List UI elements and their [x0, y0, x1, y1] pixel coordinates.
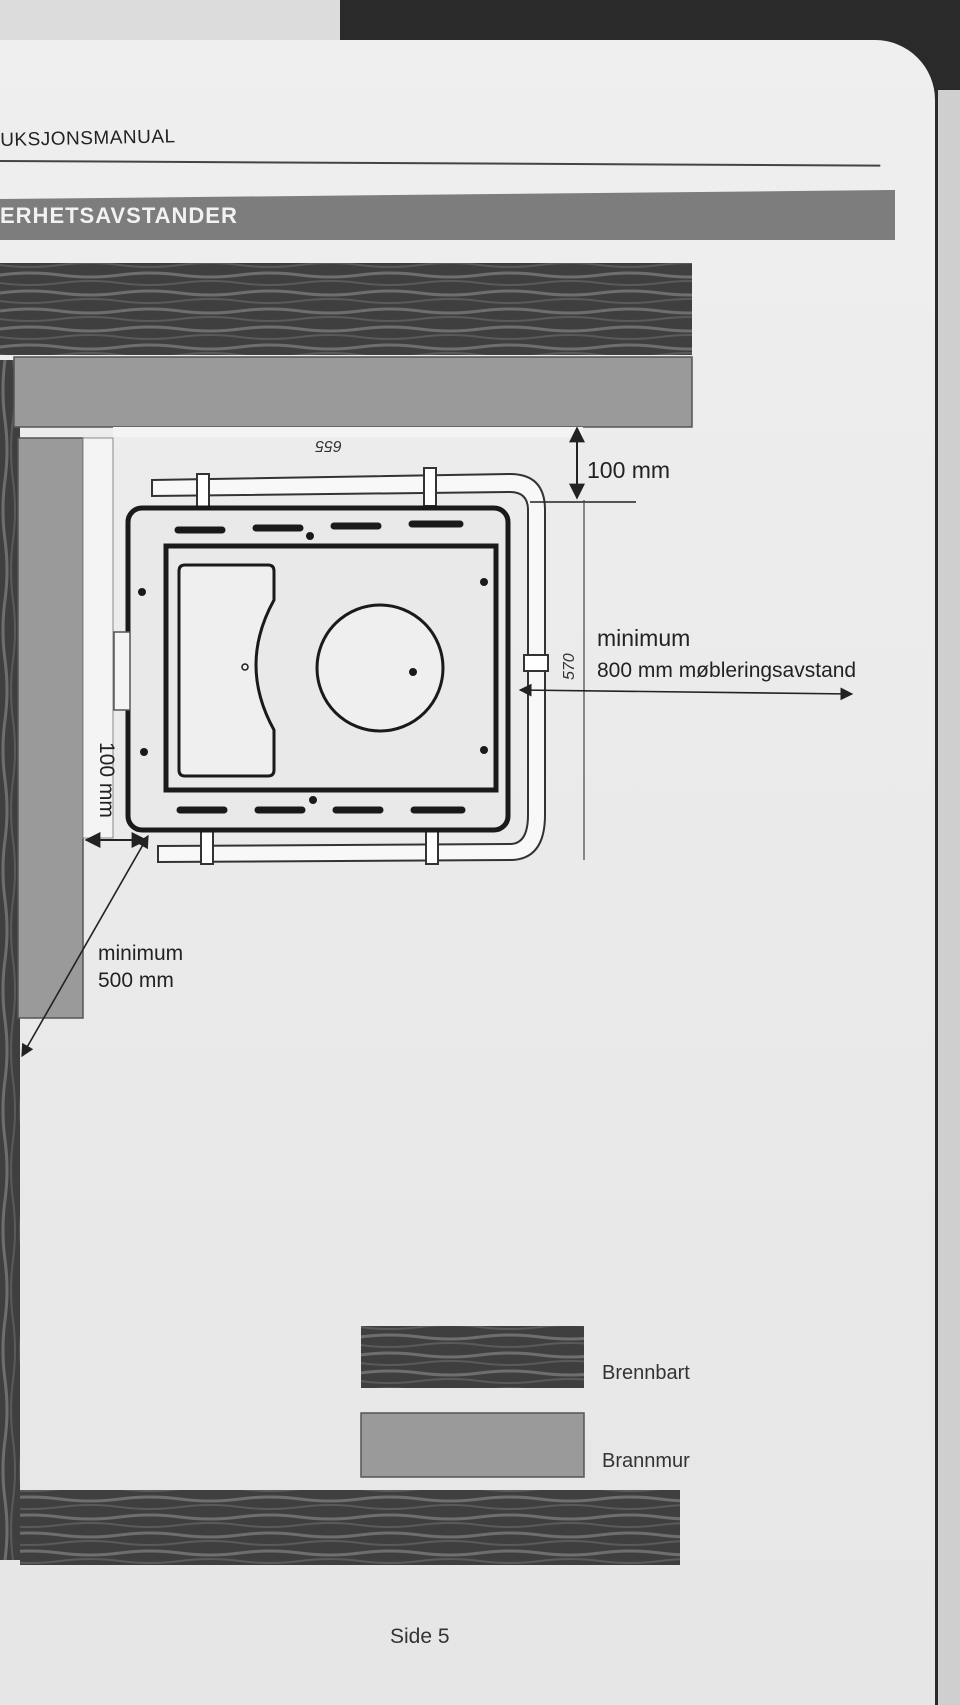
- firewall-top: [13, 356, 693, 428]
- stove-inner-frame: [163, 543, 499, 793]
- previous-page-edge: [0, 0, 340, 42]
- legend-label-combustible: Brennbart: [602, 1362, 690, 1384]
- legend-swatch-combustible: [361, 1326, 584, 1388]
- legend-label-firewall: Brannmur: [602, 1450, 690, 1472]
- section-bar: [0, 190, 895, 240]
- heat-shield-rail: [151, 472, 546, 864]
- furniture-distance-line2: 800 mm møbleringsavstand: [597, 659, 856, 682]
- combustible-wall-bottom: [20, 1490, 680, 1565]
- combustible-wall-top: [0, 263, 692, 355]
- right-page-edge: [938, 90, 960, 1705]
- clearance-back-label: 100 mm: [587, 457, 670, 483]
- depth-dimension: 570: [561, 653, 578, 680]
- stove-vents: [174, 520, 466, 814]
- corner-distance-line1: minimum: [98, 942, 183, 965]
- width-dimension: 655: [315, 437, 342, 454]
- hotplate: [315, 603, 445, 733]
- stove-screws: [138, 532, 488, 804]
- clearance-side-label: 100 mm: [95, 742, 118, 818]
- corner-distance-line2: 500 mm: [98, 969, 174, 992]
- legend-swatch-firewall: [360, 1412, 585, 1478]
- fire-door: [177, 563, 276, 778]
- section-title: ERHETSAVSTANDER: [0, 203, 238, 228]
- firewall-left: [17, 437, 84, 1019]
- combustible-wall-left: [0, 360, 20, 1560]
- furniture-distance-line1: minimum: [597, 625, 690, 651]
- page-number: Side 5: [390, 1625, 450, 1648]
